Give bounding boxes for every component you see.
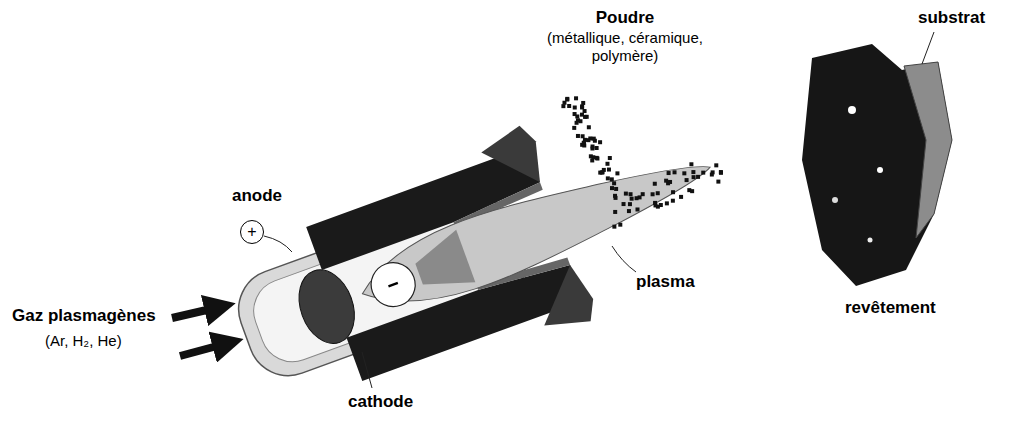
part-label: revêtement: [845, 298, 936, 318]
substrate: [802, 44, 952, 286]
part-label: plasma: [636, 272, 695, 292]
polarity-circle: +: [240, 220, 264, 244]
gas-arrows: [172, 306, 232, 356]
label: Poudre: [596, 8, 655, 28]
label-note: (métallique, céramique, polymère): [543, 29, 708, 65]
label-note: (Ar, H₂, He): [45, 332, 122, 350]
powder-particles: [561, 96, 723, 228]
part-label: substrat: [918, 8, 985, 28]
leader-lines: [264, 32, 934, 388]
part-label: cathode: [348, 392, 413, 412]
polarity-sign: +: [247, 224, 256, 240]
part-label: Gaz plasmagènes: [12, 306, 156, 326]
torch-body: [210, 69, 745, 423]
part-label: anode: [232, 186, 282, 206]
